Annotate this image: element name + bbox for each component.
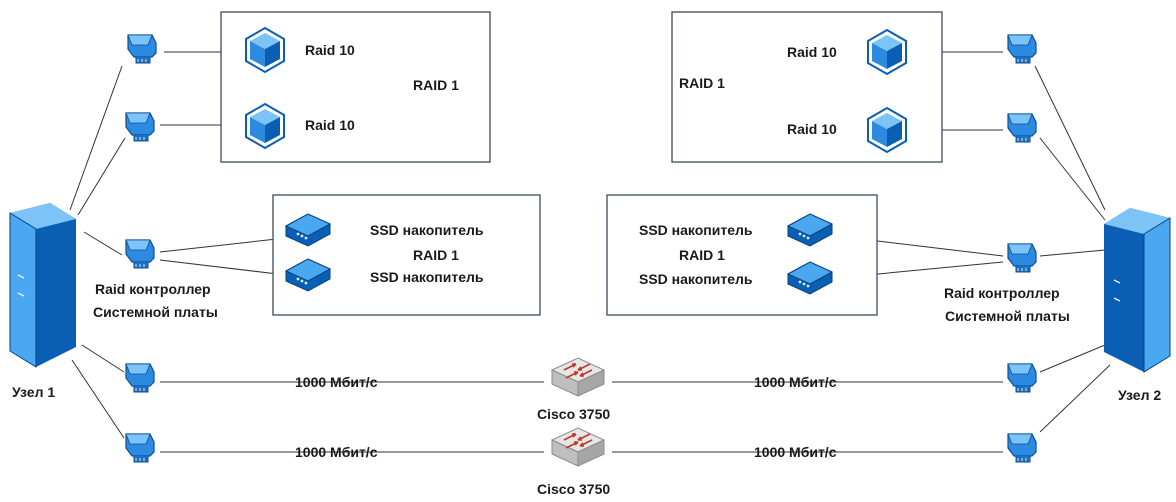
right-ssd-box <box>606 194 878 316</box>
network-card-icon <box>1007 34 1037 64</box>
connection-lines <box>69 51 1111 453</box>
left-ssd2-label: SSD накопитель <box>370 269 484 285</box>
switch2-label: Cisco 3750 <box>537 481 610 497</box>
disk-cube-icon <box>245 103 285 149</box>
right-ssd-raid-label: RAID 1 <box>679 247 725 263</box>
switch-icon <box>551 427 605 467</box>
server-icon <box>9 203 76 368</box>
right-controller-line2: Системной платы <box>945 308 1070 324</box>
left-controller-line2: Системной платы <box>93 304 218 320</box>
left-controller-line1: Raid контроллер <box>95 281 211 297</box>
right-ssd2-label: SSD накопитель <box>639 271 753 287</box>
node1-label: Узел 1 <box>12 384 55 400</box>
network-card-icon <box>1007 113 1037 143</box>
network-card-icon <box>1007 433 1037 463</box>
right-controller-line1: Raid контроллер <box>944 285 1060 301</box>
disk-cube-icon <box>867 29 907 75</box>
link-row2-left-label: 1000 Мбит/с <box>295 444 378 460</box>
server-icon <box>1104 208 1171 373</box>
network-card-icon <box>127 34 157 64</box>
network-card-icon <box>125 433 155 463</box>
network-card-icon <box>125 363 155 393</box>
left-ssd-box <box>272 194 541 316</box>
link-row1-left-label: 1000 Мбит/с <box>295 374 378 390</box>
network-card-icon <box>125 239 155 269</box>
link-row2-right-label: 1000 Мбит/с <box>754 444 837 460</box>
left-raid-disk1-label: Raid 10 <box>305 42 355 58</box>
right-raid-title: RAID 1 <box>679 75 725 91</box>
network-card-icon <box>1007 363 1037 393</box>
left-raid-disk2-label: Raid 10 <box>305 117 355 133</box>
network-card-icon <box>125 112 155 142</box>
left-ssd-raid-label: RAID 1 <box>413 247 459 263</box>
switch1-label: Cisco 3750 <box>537 406 610 422</box>
network-card-icon <box>1007 243 1037 273</box>
disk-cube-icon <box>867 107 907 153</box>
disk-cube-icon <box>245 27 285 73</box>
right-raid-disk2-label: Raid 10 <box>787 121 837 137</box>
left-raid-title: RAID 1 <box>413 77 459 93</box>
right-raid-disk1-label: Raid 10 <box>787 44 837 60</box>
node2-label: Узел 2 <box>1118 387 1161 403</box>
left-ssd1-label: SSD накопитель <box>370 222 484 238</box>
link-row1-right-label: 1000 Мбит/с <box>754 374 837 390</box>
right-ssd1-label: SSD накопитель <box>639 222 753 238</box>
switch-icon <box>551 357 605 397</box>
